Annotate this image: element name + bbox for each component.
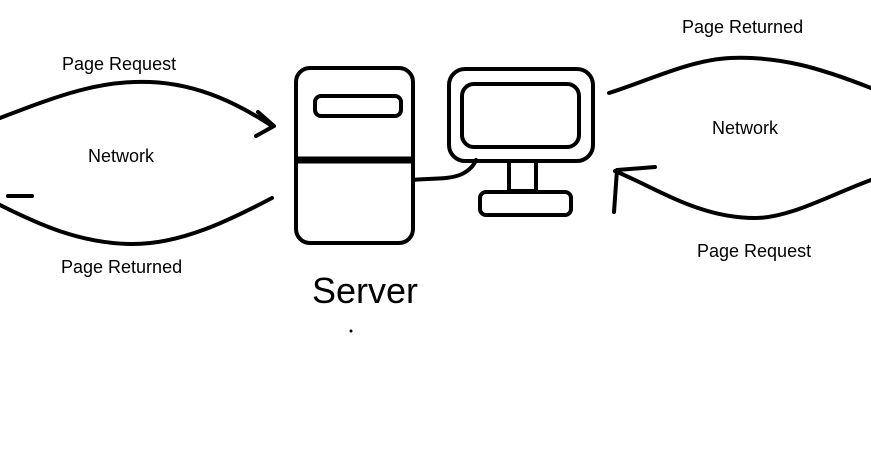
right-request-arrowhead xyxy=(612,165,657,214)
left-returned-arc xyxy=(0,196,274,247)
right-page-request-label: Page Request xyxy=(697,241,812,261)
server-tower-icon xyxy=(294,66,415,245)
right-network-label: Network xyxy=(712,118,779,138)
left-request-arc xyxy=(0,79,274,128)
right-page-returned-label: Page Returned xyxy=(682,17,804,37)
left-request-arrowhead xyxy=(254,110,276,138)
stray-dot xyxy=(349,329,353,333)
right-returned-arc xyxy=(607,55,871,95)
server-caption: Server xyxy=(312,270,419,311)
monitor-icon xyxy=(447,67,595,217)
left-page-request-label: Page Request xyxy=(62,54,177,74)
left-page-returned-label: Page Returned xyxy=(61,257,183,277)
right-request-arc xyxy=(613,169,871,220)
left-network-label: Network xyxy=(88,146,155,166)
server-monitor-cable xyxy=(411,158,478,182)
